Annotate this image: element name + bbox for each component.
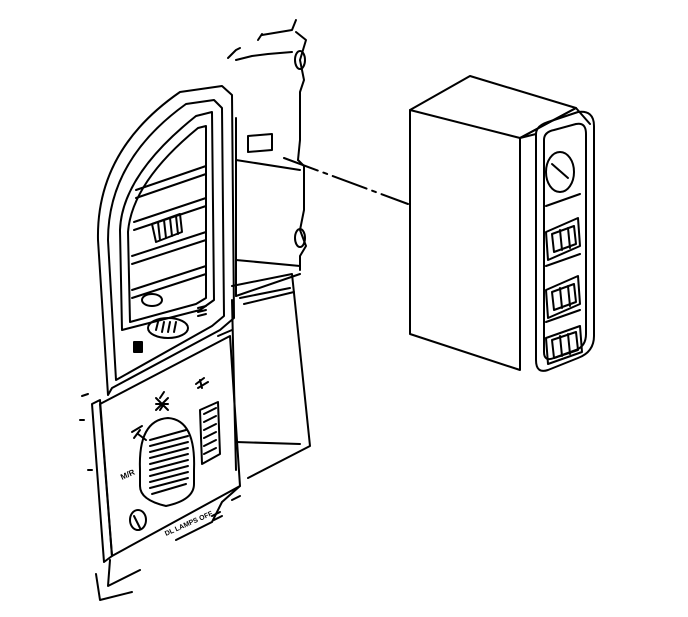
- dash-bracket: [227, 19, 307, 297]
- module-switch-2[interactable]: [545, 275, 581, 319]
- dome-lamp-icon: [195, 377, 209, 389]
- module-switch-1[interactable]: [545, 217, 581, 261]
- headlamp-icon: [155, 391, 169, 411]
- module-switch-3[interactable]: [545, 325, 583, 365]
- leader-line: [283, 157, 409, 205]
- vent-slider[interactable]: [141, 293, 189, 339]
- panel-dimmer-wheel[interactable]: [199, 401, 221, 465]
- headlamp-knob[interactable]: [138, 417, 196, 507]
- module-round-knob[interactable]: [545, 151, 575, 193]
- mode-auto-label: M/R: [119, 468, 136, 482]
- air-vent-bezel: [96, 85, 235, 396]
- switch-module: [409, 75, 595, 372]
- panel-dimmer-icon: [211, 511, 223, 521]
- headlamp-switch-panel: M/R DL LAMPS OFF: [79, 335, 241, 601]
- vent-airflow-icon: [133, 341, 143, 353]
- fog-lamp-button[interactable]: [129, 509, 147, 531]
- fog-lamp-icon: [197, 305, 207, 317]
- vent-louver-knob[interactable]: [151, 213, 183, 243]
- parking-lamp-icon: [131, 425, 147, 441]
